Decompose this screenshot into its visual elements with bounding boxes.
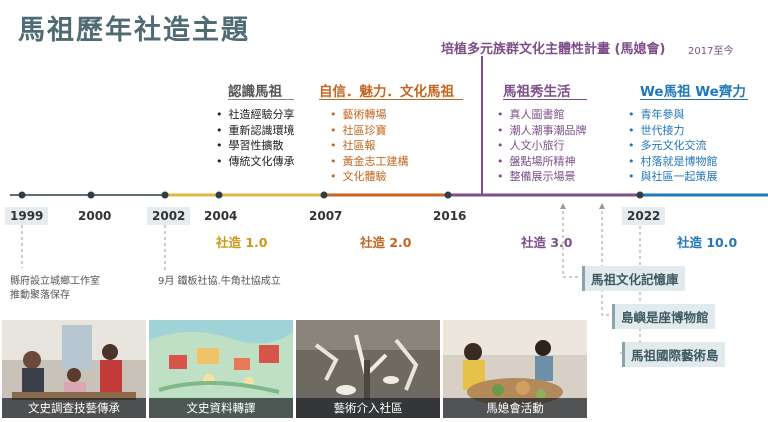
tag-art-island: 馬祖國際藝術島 <box>622 342 725 367</box>
column-heading-4: We馬祖 We齊力 <box>640 84 746 100</box>
tag-memory-bank: 馬祖文化記憶庫 <box>582 266 685 291</box>
list-item: 社區珍寶 <box>330 123 409 139</box>
timeline-dot-2022 <box>636 191 644 199</box>
column-list-2: 藝術轉場 社區珍寶 社區報 黃金志工建構 文化體驗 <box>330 107 409 185</box>
list-item: 文化體驗 <box>330 169 409 185</box>
year-2000: 2000 <box>78 209 112 223</box>
column-underline-4 <box>640 99 748 100</box>
list-item: 重新認識環境 <box>216 123 295 139</box>
year-1999: 1999 <box>5 207 49 225</box>
list-item: 社區報 <box>330 138 409 154</box>
photo-culture-survey: 文史調查技藝傳承 <box>2 320 146 418</box>
column-list-3: 真人圖書館 潮人潮事潮品牌 人文小旅行 盤點場所精神 整備展示場景 <box>497 107 587 185</box>
project-banner-year: 2017至今 <box>688 46 734 57</box>
tag-arrow-1 <box>560 203 566 209</box>
list-item: 多元文化交流 <box>628 138 718 154</box>
tag-connector-2 <box>601 205 610 316</box>
list-item: 世代接力 <box>628 123 718 139</box>
list-item: 整備展示場景 <box>497 169 587 185</box>
column-list-4: 青年參與 世代接力 多元文化交流 村落就是博物館 與社區一起策展 <box>628 107 718 185</box>
column-underline-2 <box>319 99 463 100</box>
tag-connector-1 <box>562 205 580 278</box>
year-2002: 2002 <box>147 207 191 225</box>
column-heading-3: 馬祖秀生活 <box>503 84 571 100</box>
timeline-dot-2007 <box>320 191 328 199</box>
photo-caption: 藝術介入社區 <box>296 398 440 418</box>
list-item: 村落就是博物館 <box>628 154 718 170</box>
project-banner: 培植多元族群文化主體性計畫 (馬媳會) <box>441 42 666 57</box>
photo-caption: 文史調查技藝傳承 <box>2 398 146 418</box>
column-underline-3 <box>503 99 587 100</box>
photo-daughters-in-law: 馬媳會活動 <box>443 320 587 418</box>
list-item: 社造經驗分享 <box>216 107 295 123</box>
photo-art-intervention: 藝術介入社區 <box>296 320 440 418</box>
list-item: 人文小旅行 <box>497 138 587 154</box>
note-2002: 9月 鐵板社協.牛角社協成立 <box>158 276 281 287</box>
banner-connector <box>481 56 483 194</box>
phase-label-3: 社造 3.0 <box>521 235 573 250</box>
page-title: 馬祖歷年社造主題 <box>18 15 250 46</box>
list-item: 傳統文化傳承 <box>216 154 295 170</box>
photo-caption: 馬媳會活動 <box>443 398 587 418</box>
list-item: 潮人潮事潮品牌 <box>497 123 587 139</box>
timeline-dot-2004 <box>215 191 223 199</box>
column-heading-2: 自信．魅力．文化馬祖 <box>319 84 454 100</box>
note-1999: 縣府設立城鄉工作室 推動聚落保存 <box>10 276 100 301</box>
column-heading-1: 認識馬祖 <box>228 84 282 100</box>
list-item: 真人圖書館 <box>497 107 587 123</box>
photo-caption: 文史資料轉譯 <box>149 398 293 418</box>
tag-arrow-2 <box>599 203 605 209</box>
list-item: 黃金志工建構 <box>330 154 409 170</box>
phase-label-1: 社造 1.0 <box>216 235 268 250</box>
column-underline-1 <box>228 99 294 100</box>
timeline-dot-2002 <box>161 191 169 199</box>
year-2022: 2022 <box>622 207 666 225</box>
timeline-dot-1999 <box>18 191 26 199</box>
phase-label-2: 社造 2.0 <box>360 235 412 250</box>
list-item: 青年參與 <box>628 107 718 123</box>
list-item: 盤點場所精神 <box>497 154 587 170</box>
list-item: 學習性擴散 <box>216 138 295 154</box>
year-2004: 2004 <box>204 209 238 223</box>
timeline-dot-2000 <box>87 191 95 199</box>
year-2007: 2007 <box>309 209 343 223</box>
column-list-1: 社造經驗分享 重新認識環境 學習性擴散 傳統文化傳承 <box>216 107 295 169</box>
year-2016: 2016 <box>433 209 467 223</box>
phase-label-4: 社造 10.0 <box>677 235 738 250</box>
tag-island-museum: 島嶼是座博物館 <box>612 304 715 329</box>
photo-data-translation: 文史資料轉譯 <box>149 320 293 418</box>
list-item: 藝術轉場 <box>330 107 409 123</box>
timeline-dot-2016 <box>444 191 452 199</box>
list-item: 與社區一起策展 <box>628 169 718 185</box>
